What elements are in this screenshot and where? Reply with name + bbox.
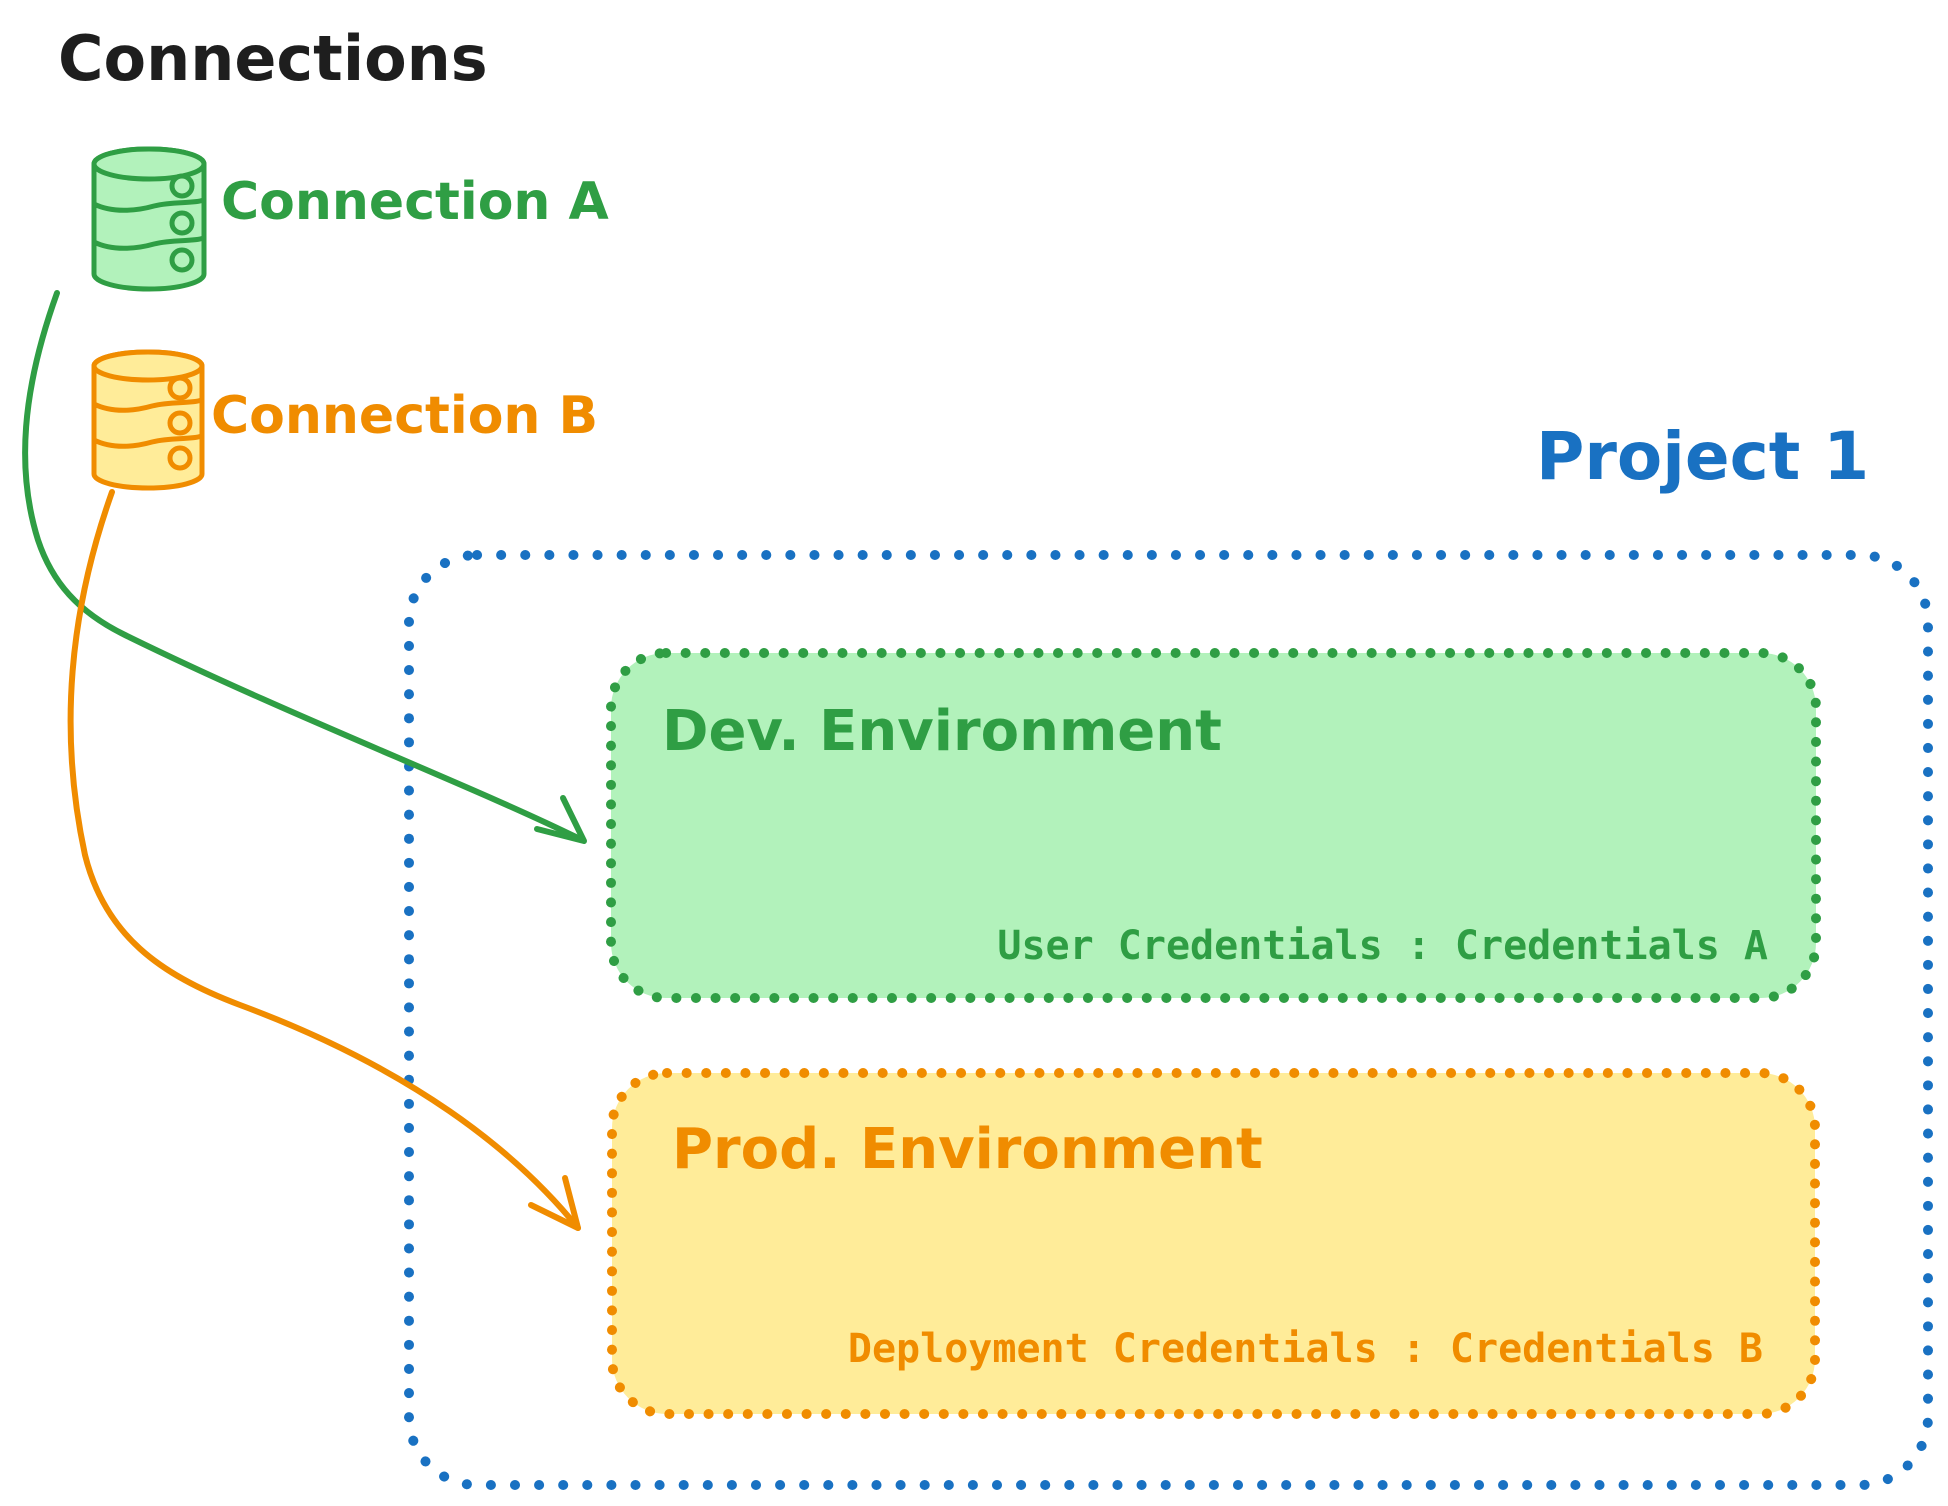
- connection-b-label: Connection B: [211, 386, 599, 446]
- connection-b-arrow: [67, 489, 581, 1231]
- project-1-box: [404, 550, 1933, 1490]
- dev-environment-box: [606, 648, 1821, 1003]
- connection-a-label: Connection A: [221, 172, 609, 232]
- prod-environment-label: Prod. Environment: [672, 1117, 1263, 1182]
- dev-environment-credentials-text: User Credentials : Credentials A: [997, 923, 1768, 969]
- prod-environment-credentials-text: Deployment Credentials : Credentials B: [847, 1326, 1763, 1372]
- prod-environment-box: [607, 1068, 1820, 1419]
- database-icon-connection-a: [91, 146, 207, 292]
- connection-a-arrow: [22, 290, 587, 844]
- arrowhead-icon: [528, 1175, 581, 1231]
- dev-environment-label: Dev. Environment: [662, 699, 1222, 764]
- arrowhead-icon: [534, 795, 587, 844]
- connections-title: Connections: [58, 22, 488, 95]
- project-1-title: Project 1: [1536, 418, 1870, 495]
- database-icon-connection-b: [91, 349, 205, 491]
